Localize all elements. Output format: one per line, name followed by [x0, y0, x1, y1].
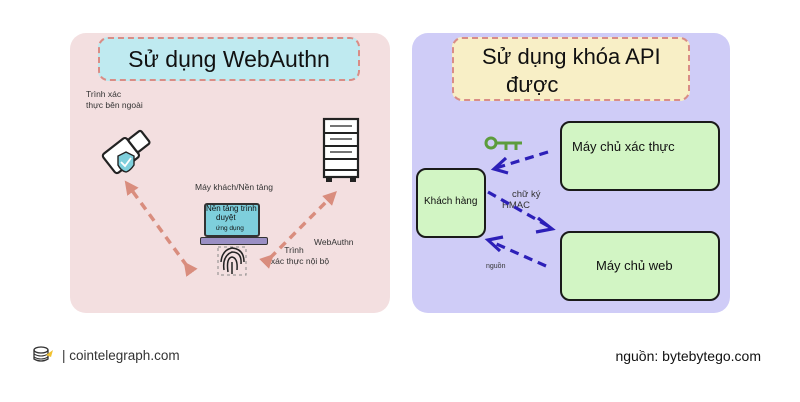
- client-box: Khách hàng: [416, 168, 486, 238]
- client-platform-label: Máy khách/Nền tảng: [195, 182, 273, 192]
- source-label: nguồn: [486, 263, 506, 270]
- footer-site-label: | cointelegraph.com: [62, 347, 180, 363]
- web-server-label: Máy chủ web: [596, 258, 673, 273]
- web-server-box: Máy chủ web: [560, 231, 720, 301]
- laptop-icon: Nền tảng trình duyệt ứng dụng: [200, 203, 268, 249]
- webauthn-label: WebAuthn: [314, 237, 354, 247]
- api-key-panel: Sử dụng khóa API được Máy chủ xác thực K…: [412, 33, 730, 313]
- webauthn-title: Sử dụng WebAuthn: [98, 37, 360, 81]
- auth-server-label: Máy chủ xác thực: [572, 139, 675, 154]
- internal-authenticator-label: Trình xác thực nội bộ: [270, 245, 330, 266]
- webauthn-panel: Sử dụng WebAuthn Trình xác thực bên ngoà…: [70, 33, 390, 313]
- footer-site: | cointelegraph.com: [32, 346, 180, 364]
- cointelegraph-logo-icon: [33, 346, 53, 362]
- footer-source: nguồn: bytebytego.com: [615, 348, 761, 364]
- browser-platform-label: Nền tảng trình duyệt: [206, 204, 257, 222]
- hmac-signature-label: chữ ký HMAC: [502, 189, 541, 211]
- client-label: Khách hàng: [424, 196, 478, 207]
- app-label: ứng dụng: [216, 225, 244, 232]
- auth-server-box: Máy chủ xác thực: [560, 121, 720, 191]
- api-key-title: Sử dụng khóa API được: [452, 37, 690, 101]
- external-authenticator-label: Trình xác thực bên ngoài: [86, 89, 143, 110]
